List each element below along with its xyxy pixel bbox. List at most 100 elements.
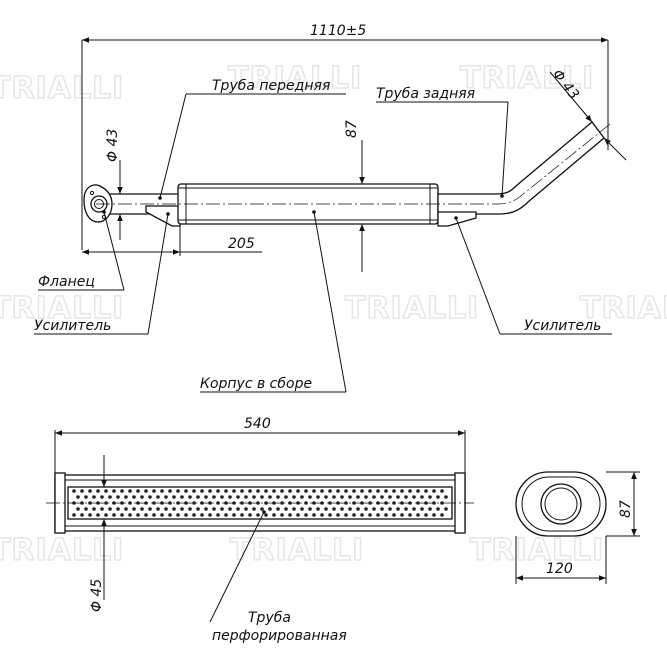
perforation-hole	[364, 507, 368, 511]
perforation-hole	[360, 513, 364, 517]
perforation-hole	[84, 507, 88, 511]
perforation-hole	[244, 507, 248, 511]
watermark: TRIALLI	[0, 533, 124, 568]
perforation-hole	[372, 507, 376, 511]
perforation-hole	[280, 489, 284, 493]
perforation-hole	[428, 507, 432, 511]
perforation-hole	[200, 513, 204, 517]
watermark: TRIALLI	[470, 533, 604, 568]
watermark: TRIALLI	[345, 291, 479, 326]
perforation-hole	[172, 507, 176, 511]
front-pipe-label: Труба передняя	[212, 78, 330, 94]
perforation-hole	[148, 507, 152, 511]
perforation-hole	[196, 495, 200, 499]
perforation-hole	[112, 489, 116, 493]
perforation-hole	[308, 495, 312, 499]
perforation-hole	[236, 495, 240, 499]
perforation-hole	[352, 489, 356, 493]
perforation-hole	[192, 501, 196, 505]
perforation-hole	[420, 507, 424, 511]
perforation-hole	[400, 489, 404, 493]
perforation-hole	[364, 495, 368, 499]
perforation-hole	[300, 507, 304, 511]
overall-length-text: 1110±5	[310, 23, 366, 39]
perforation-hole	[232, 513, 236, 517]
perforation-hole	[80, 513, 84, 517]
perforation-hole	[108, 495, 112, 499]
perforation-hole	[84, 495, 88, 499]
perforation-hole	[308, 507, 312, 511]
perforation-hole	[400, 513, 404, 517]
perforation-hole	[312, 489, 316, 493]
perforation-hole	[324, 507, 328, 511]
perforation-hole	[136, 489, 140, 493]
perforation-hole	[280, 501, 284, 505]
perforation-hole	[392, 513, 396, 517]
perforation-hole	[376, 489, 380, 493]
perforation-hole	[332, 507, 336, 511]
perforation-hole	[432, 489, 436, 493]
perforation-hole	[140, 507, 144, 511]
perforation-hole	[168, 489, 172, 493]
perforation-hole	[356, 507, 360, 511]
perforation-hole	[420, 495, 424, 499]
flange	[83, 184, 113, 223]
perforation-hole	[244, 495, 248, 499]
perforation-hole	[216, 513, 220, 517]
perforation-hole	[344, 489, 348, 493]
perforation-hole	[140, 495, 144, 499]
perforation-hole	[396, 495, 400, 499]
perforation-hole	[444, 507, 448, 511]
perforation-hole	[348, 507, 352, 511]
perforated-diameter-text: Φ 45	[89, 579, 105, 612]
body-end-view: 87 120	[515, 471, 640, 584]
perforation-hole	[76, 495, 80, 499]
perforation-hole	[388, 507, 392, 511]
perforation-hole	[156, 495, 160, 499]
perforation-hole	[116, 495, 120, 499]
perforation-hole	[296, 489, 300, 493]
perforation-hole	[296, 513, 300, 517]
perforation-hole	[136, 513, 140, 517]
perforation-hole	[416, 489, 420, 493]
body-length-text: 540	[244, 416, 271, 432]
perforation-hole	[432, 501, 436, 505]
body-height-text: 87	[344, 120, 360, 138]
front-offset-text: 205	[228, 236, 255, 252]
system-side-view: 1110±5 Φ 43	[34, 23, 627, 393]
perforation-hole	[184, 489, 188, 493]
perforation-hole	[212, 495, 216, 499]
perforation-hole	[188, 495, 192, 499]
perforation-hole	[320, 489, 324, 493]
perforation-hole	[220, 507, 224, 511]
perforation-hole	[304, 513, 308, 517]
perforation-hole	[316, 507, 320, 511]
perforation-hole	[352, 513, 356, 517]
perforation-hole	[208, 513, 212, 517]
perforation-hole	[368, 489, 372, 493]
perforation-hole	[144, 513, 148, 517]
perforation-hole	[372, 495, 376, 499]
perforation-hole	[268, 507, 272, 511]
perforation-hole	[152, 513, 156, 517]
perforation-hole	[304, 489, 308, 493]
perforation-hole	[208, 489, 212, 493]
perforation-hole	[176, 513, 180, 517]
perforation-hole	[180, 495, 184, 499]
perforation-hole	[108, 507, 112, 511]
perforation-hole	[360, 489, 364, 493]
perforation-hole	[336, 489, 340, 493]
perforation-hole	[184, 513, 188, 517]
perforation-hole	[220, 495, 224, 499]
perforation-hole	[124, 495, 128, 499]
perforation-hole	[260, 507, 264, 511]
perforation-hole	[156, 507, 160, 511]
perforation-hole	[408, 513, 412, 517]
perforation-hole	[384, 489, 388, 493]
perforation-hole	[328, 513, 332, 517]
perforation-hole	[96, 489, 100, 493]
perforation-hole	[260, 495, 264, 499]
perforation-hole	[100, 507, 104, 511]
perforation-hole	[72, 513, 76, 517]
watermark: TRIALLI	[580, 291, 667, 326]
